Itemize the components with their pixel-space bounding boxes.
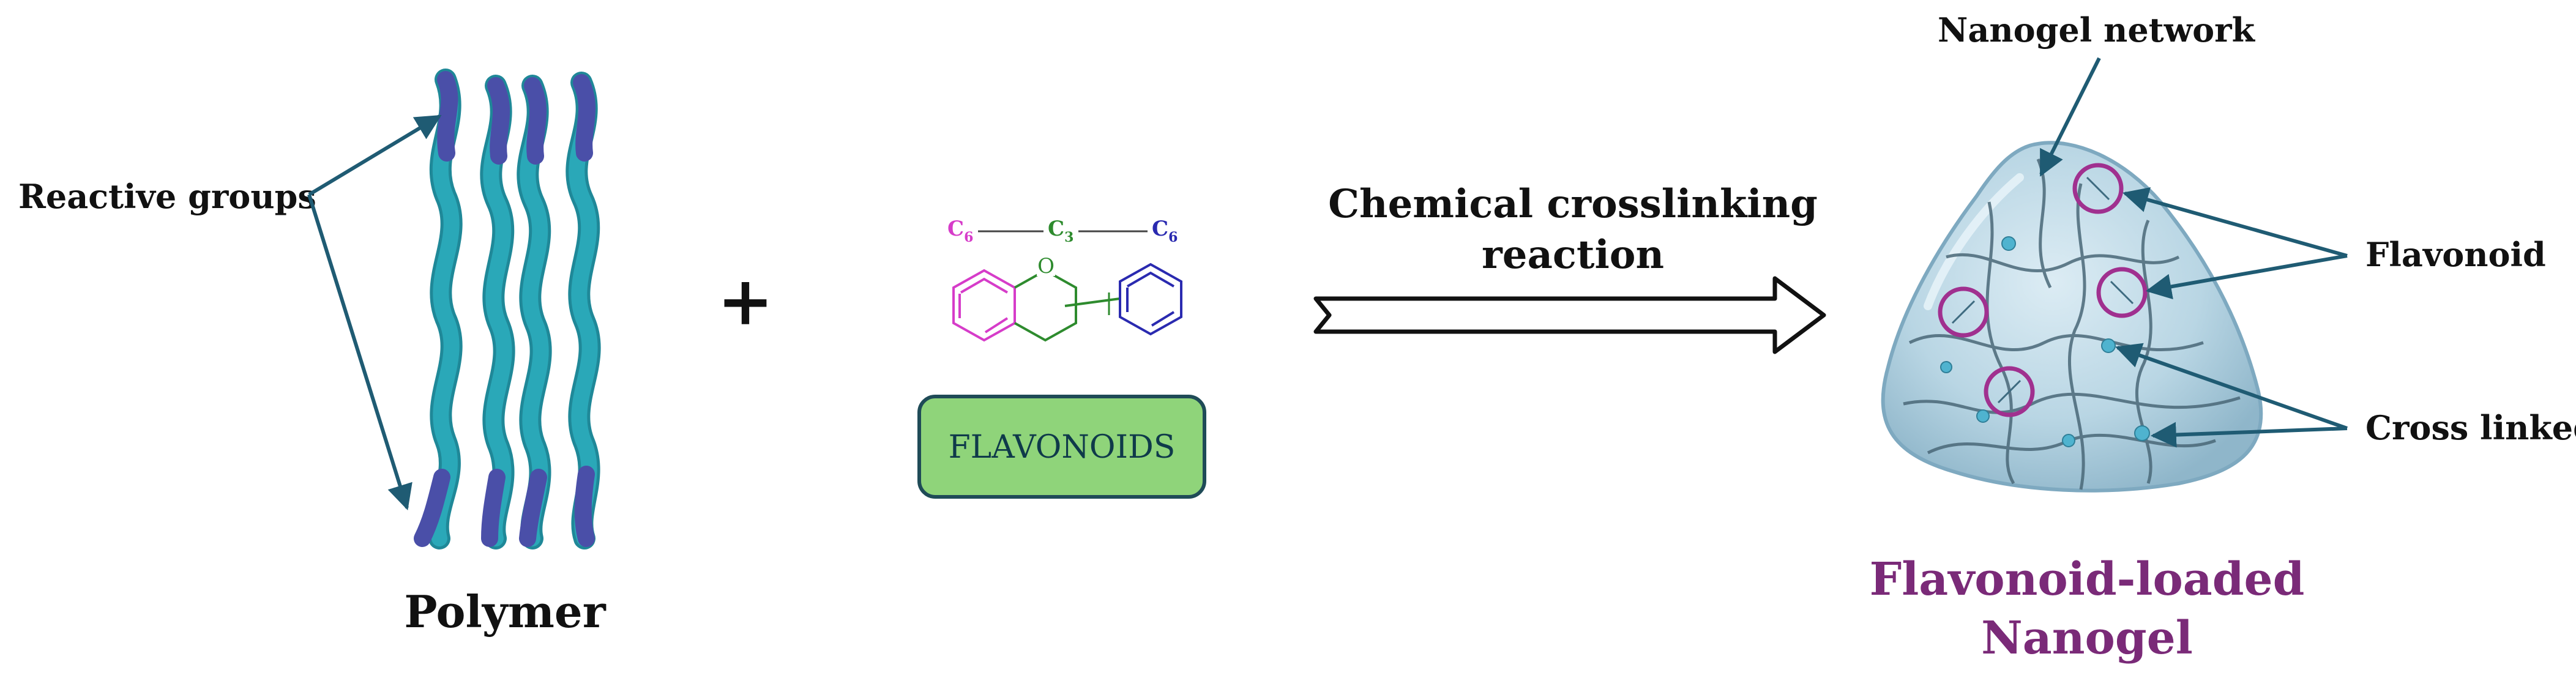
polymer-label: Polymer: [404, 586, 606, 638]
reaction-label-line2: reaction: [1482, 232, 1664, 278]
flavonoid-label: Flavonoid: [2365, 235, 2546, 274]
polymer-chain-1: [414, 69, 463, 549]
flavonoid-arrow-top: [2122, 187, 2348, 258]
nanogel-network-label: Nanogel network: [1938, 10, 2256, 50]
flavonoids-badge-label: FLAVONOIDS: [949, 429, 1176, 466]
nanogel-body: [1881, 141, 2263, 493]
crosslink-dots: [1940, 236, 2150, 447]
ring-oxygen: O: [1037, 254, 1055, 278]
nanogel: [1881, 141, 2263, 493]
flavonoid-structure: C6 C3 C6 O FLAVONOIDS: [917, 217, 1206, 499]
flavonoid-arrow-bottom: [2145, 254, 2348, 300]
nanogel-title-line2: Nanogel: [1981, 612, 2193, 665]
ring-a: [952, 269, 1016, 342]
crosslinked-arrow-bottom: [2150, 422, 2348, 448]
crosslinked-arrow-top: [2115, 343, 2348, 430]
flavonoid-circles: [1938, 163, 2148, 417]
polymer-chain-2: [480, 75, 515, 549]
c6-right-label: C6: [1152, 217, 1178, 245]
polymer-chains: [414, 69, 601, 549]
b-ring-link: [1064, 297, 1121, 307]
c6-left-label: C6: [947, 217, 973, 245]
nanogel-network-arrow: [2039, 57, 2101, 177]
reaction-arrow: [1313, 276, 1826, 354]
ring-oxygen-bg: [1037, 254, 1055, 276]
flavonoid-circle-marks: [1951, 176, 2134, 404]
reactive-groups-arrow-bottom: [307, 194, 413, 511]
c3-label: C3: [1048, 217, 1073, 245]
reactive-groups-label: Reactive groups: [18, 177, 316, 216]
plus-sign: +: [717, 261, 774, 340]
crosslinked-label: Cross linked: [2365, 408, 2576, 447]
reactive-groups-arrow-top: [308, 114, 442, 196]
flavonoids-badge: [917, 395, 1206, 499]
nanogel-highlight: [1924, 173, 2024, 310]
polymer-chain-4: [566, 72, 601, 549]
reaction-label-line1: Chemical crosslinking: [1328, 181, 1818, 227]
ring-b: [1119, 263, 1182, 336]
polymer-chain-3: [517, 75, 552, 549]
nanogel-title-line1: Flavonoid-loaded: [1870, 553, 2305, 606]
